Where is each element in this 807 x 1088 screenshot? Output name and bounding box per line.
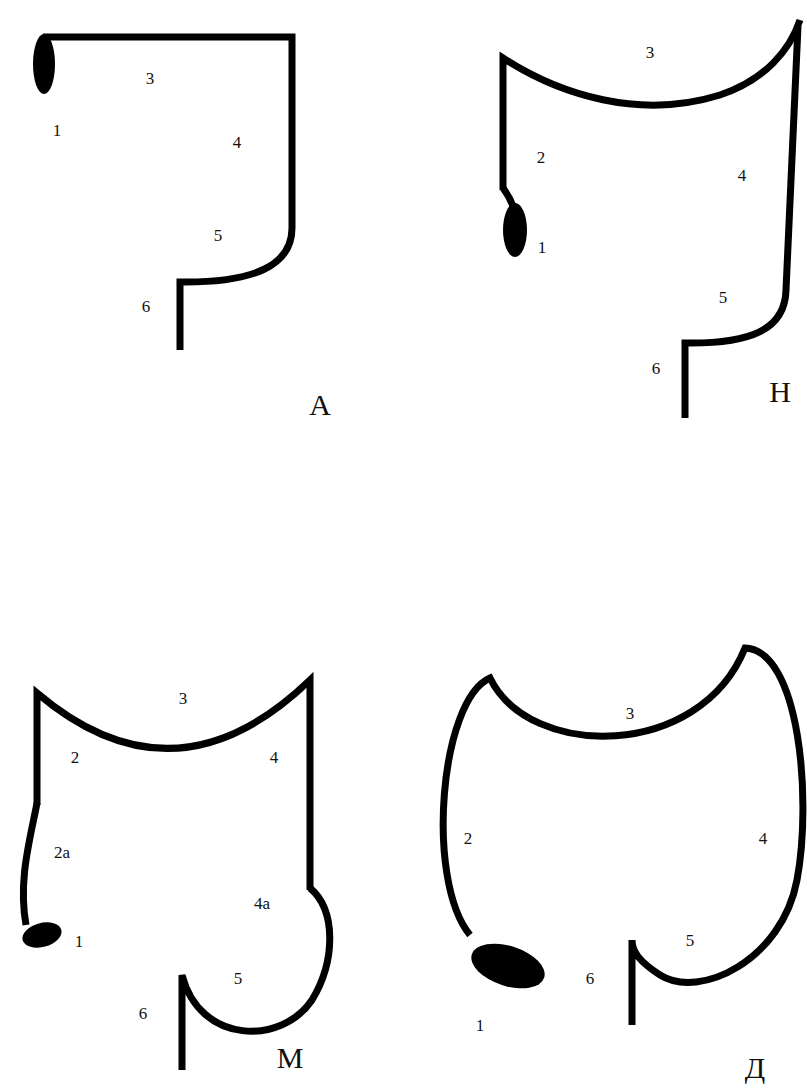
callout-number: 6 xyxy=(139,1005,148,1022)
callout-number: 3 xyxy=(646,44,655,61)
callout-number: 1 xyxy=(53,122,62,139)
callout-number: 6 xyxy=(586,970,595,987)
callout-number: 4 xyxy=(233,134,242,151)
callout-number: 3 xyxy=(626,705,635,722)
colon-outline xyxy=(503,20,800,190)
figure-letter: М xyxy=(277,1043,304,1073)
callout-number: 5 xyxy=(234,970,243,987)
caecum-blobs xyxy=(20,34,551,997)
callout-number: 4 xyxy=(738,167,747,184)
callout-number: 2 xyxy=(537,149,546,166)
callout-number: 4а xyxy=(254,895,270,912)
colon-variants xyxy=(23,20,803,1070)
colon-outline xyxy=(443,648,803,1025)
colon-outline xyxy=(43,37,292,350)
caecum xyxy=(466,935,551,997)
caecum xyxy=(20,918,65,952)
callout-number: 1 xyxy=(75,933,84,950)
callout-number: 3 xyxy=(179,690,188,707)
caecum xyxy=(503,203,527,257)
callout-number: 5 xyxy=(214,227,223,244)
colon-outline xyxy=(503,188,513,206)
colon-outline xyxy=(23,803,37,925)
figure-letter: А xyxy=(309,390,331,420)
colon-outline xyxy=(182,888,330,1070)
callout-number: 5 xyxy=(719,289,728,306)
callout-number: 1 xyxy=(538,239,547,256)
callout-number: 4 xyxy=(759,830,768,847)
callout-number: 2 xyxy=(71,749,80,766)
callout-number: 4 xyxy=(270,749,279,766)
callout-number: 2а xyxy=(54,844,70,861)
callout-number: 2 xyxy=(464,830,473,847)
callout-number: 6 xyxy=(142,298,151,315)
callout-number: 1 xyxy=(476,1017,485,1034)
caecum xyxy=(33,34,55,94)
figure-letter: Н xyxy=(769,377,791,407)
callout-number: 3 xyxy=(146,70,155,87)
callout-number: 5 xyxy=(686,932,695,949)
figure-letter: Д xyxy=(745,1053,765,1083)
colon-outline xyxy=(37,680,310,890)
callout-number: 6 xyxy=(652,360,661,377)
colon-outline xyxy=(685,26,798,418)
